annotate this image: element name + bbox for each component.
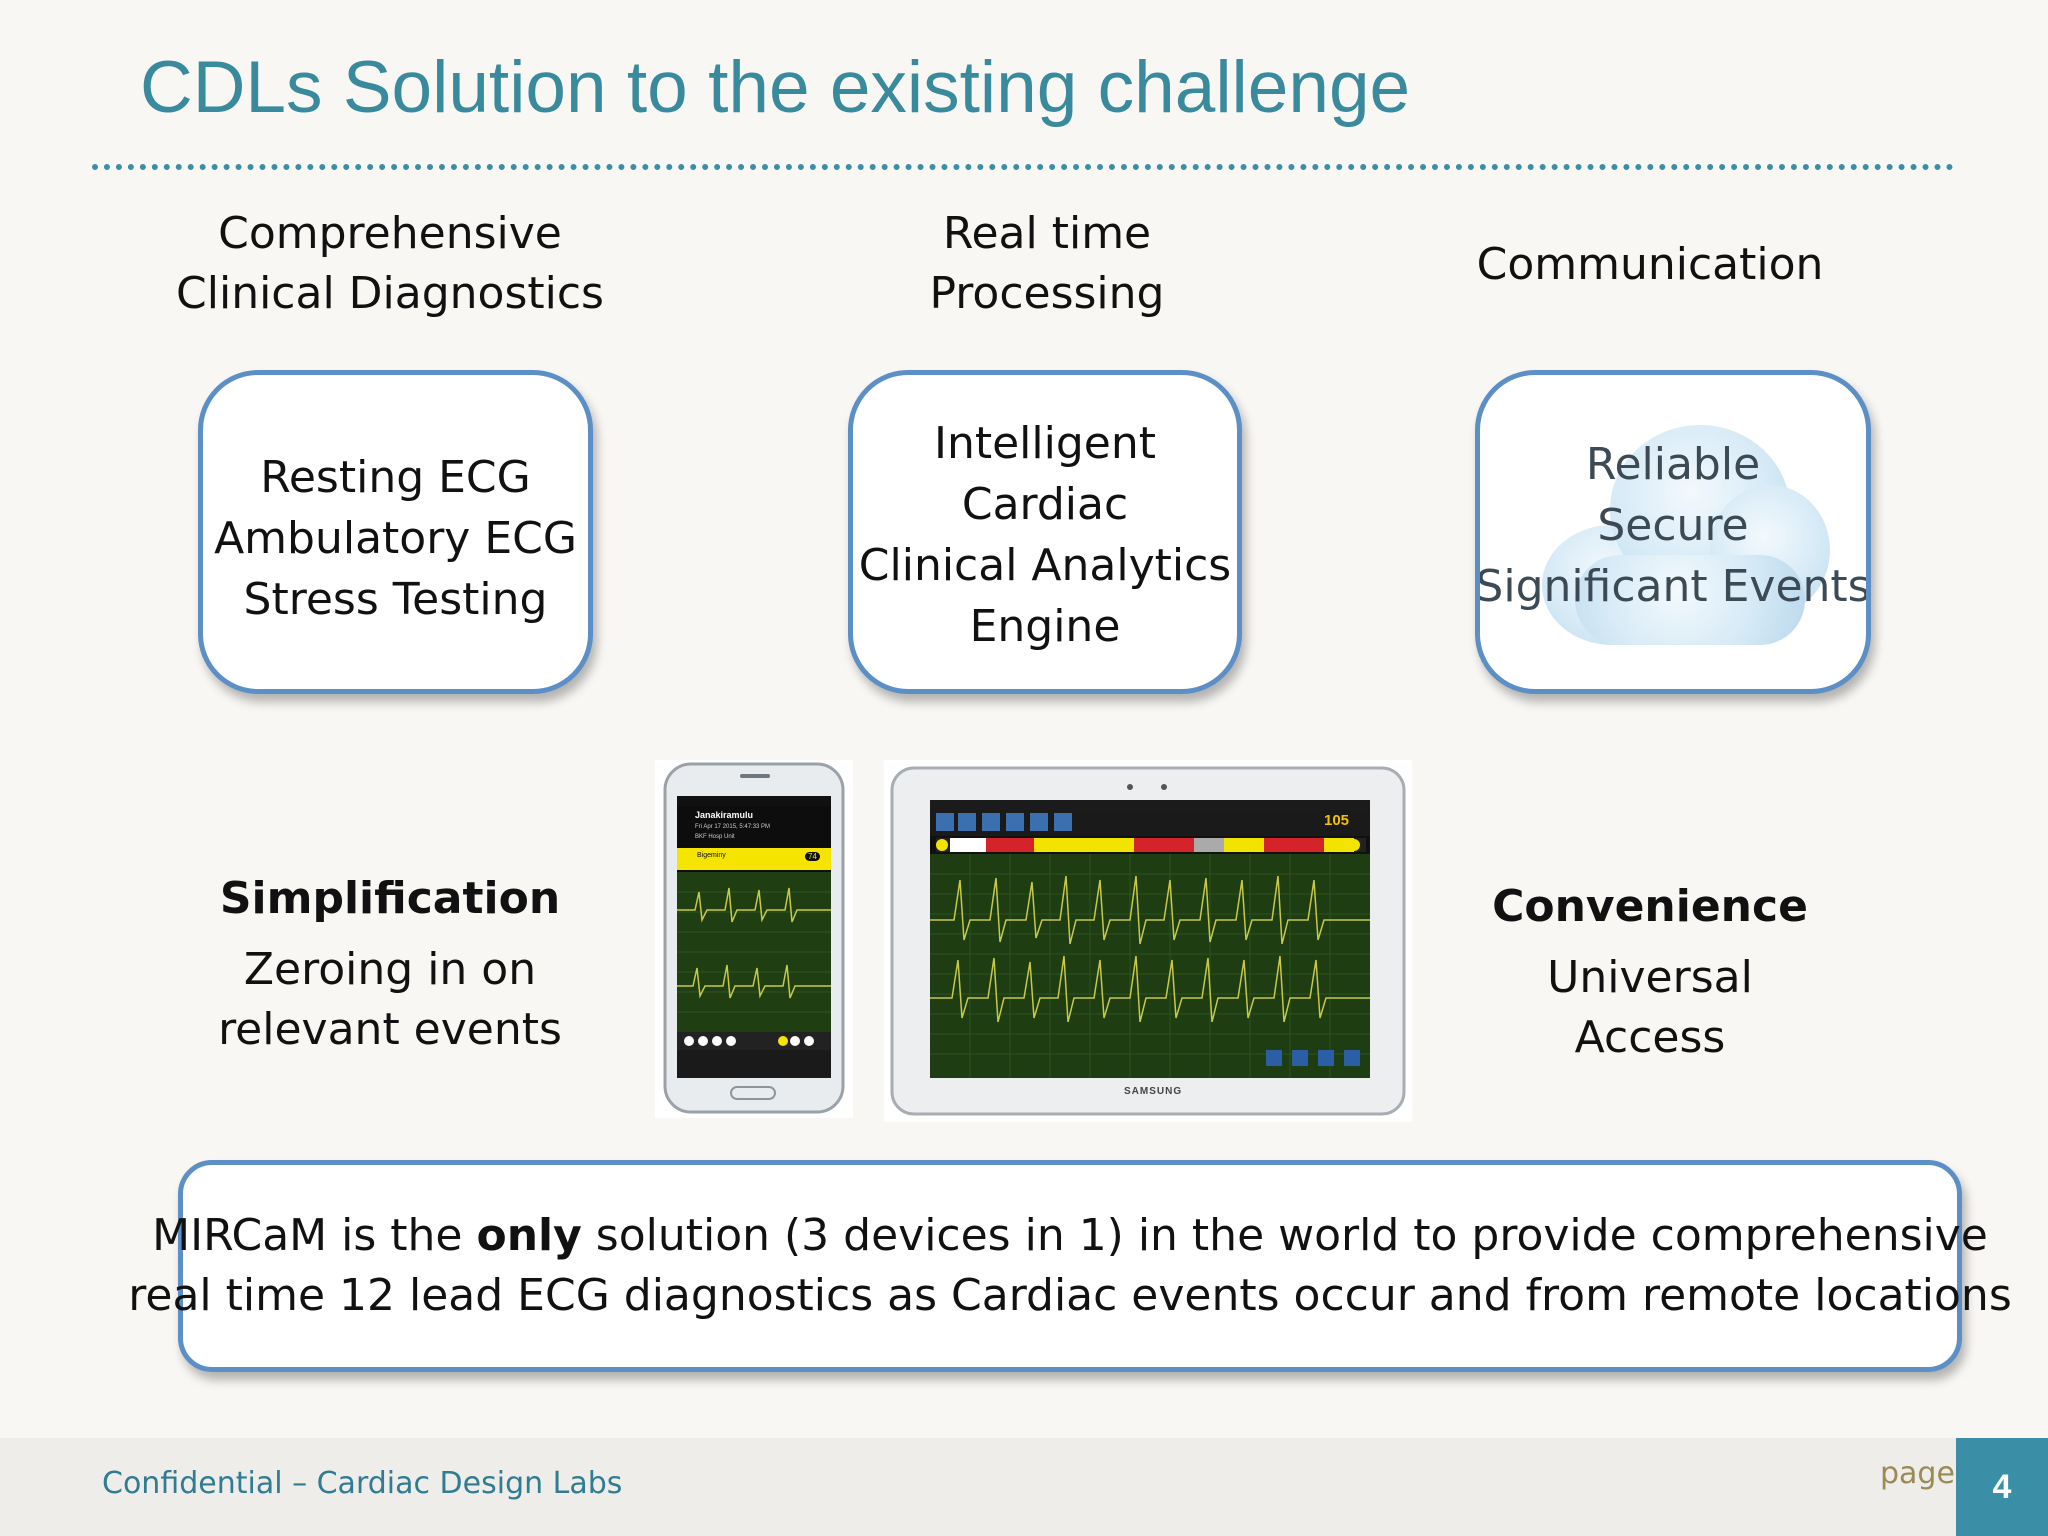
phone-illustration bbox=[663, 762, 845, 1114]
statement-line-1: MIRCaM is the only solution (3 devices i… bbox=[152, 1206, 1988, 1266]
simplification-line: relevant events bbox=[218, 1004, 562, 1055]
tablet-heart-rate: 105 bbox=[1324, 812, 1350, 829]
footer-confidential: Confidential – Cardiac Design Labs bbox=[102, 1466, 623, 1501]
tablet-brand: SAMSUNG bbox=[1124, 1086, 1183, 1097]
box-line: Ambulatory ECG bbox=[214, 512, 577, 564]
convenience-line: Universal bbox=[1547, 952, 1753, 1003]
statement-text: solution (3 devices in 1) in the world t… bbox=[581, 1210, 1988, 1261]
phone-unit: BKF Hosp Unit bbox=[695, 834, 735, 840]
phone-event-label: Bigeminy bbox=[697, 852, 726, 859]
phone-event-count: 74 bbox=[805, 852, 820, 861]
box-line: Secure bbox=[1597, 499, 1749, 551]
header-line: Comprehensive bbox=[218, 208, 562, 259]
header-line: Real time bbox=[942, 208, 1152, 259]
page-number: 4 bbox=[1956, 1438, 2048, 1536]
phone-image: Janakiramulu Fri Apr 17 2015, 5:47:33 PM… bbox=[655, 760, 853, 1118]
title-divider bbox=[92, 164, 1954, 170]
footer-bar bbox=[0, 1438, 2048, 1536]
statement-text: MIRCaM is the bbox=[152, 1210, 477, 1261]
header-line: Communication bbox=[1476, 239, 1824, 290]
simplification-line: Zeroing in on bbox=[243, 944, 537, 995]
box-line: Intelligent bbox=[934, 418, 1156, 469]
box-line: Significant Events bbox=[1475, 560, 1871, 612]
box-line: Resting ECG bbox=[260, 451, 531, 503]
header-realtime: Real time Processing bbox=[857, 204, 1237, 324]
box-line: Engine bbox=[969, 601, 1121, 652]
box-line: Reliable bbox=[1585, 438, 1761, 490]
header-communication: Communication bbox=[1440, 235, 1860, 295]
communication-box: Reliable Secure Significant Events bbox=[1475, 370, 1871, 694]
header-line: Clinical Diagnostics bbox=[176, 268, 604, 319]
tablet-image: 105 SAMSUNG bbox=[884, 760, 1412, 1122]
page-label: page bbox=[1880, 1456, 1955, 1491]
convenience-block: Convenience Universal Access bbox=[1440, 876, 1860, 1068]
statement-box: MIRCaM is the only solution (3 devices i… bbox=[128, 1160, 2012, 1372]
box-line: Clinical Analytics bbox=[858, 540, 1232, 591]
simplification-block: Simplification Zeroing in on relevant ev… bbox=[150, 868, 630, 1060]
statement-line-2: real time 12 lead ECG diagnostics as Car… bbox=[128, 1270, 2012, 1321]
diagnostics-box: Resting ECG Ambulatory ECG Stress Testin… bbox=[198, 370, 593, 694]
simplification-heading: Simplification bbox=[219, 873, 561, 924]
convenience-line: Access bbox=[1574, 1012, 1726, 1063]
box-line: Cardiac bbox=[961, 479, 1129, 530]
statement-emphasis: only bbox=[476, 1210, 582, 1261]
tablet-illustration bbox=[890, 766, 1406, 1116]
header-line: Processing bbox=[929, 268, 1165, 319]
analytics-engine-box: Intelligent Cardiac Clinical Analytics E… bbox=[848, 370, 1242, 694]
phone-date: Fri Apr 17 2015, 5:47:33 PM bbox=[695, 824, 771, 830]
phone-patient-name: Janakiramulu bbox=[695, 810, 754, 820]
convenience-heading: Convenience bbox=[1492, 881, 1808, 932]
box-line: Stress Testing bbox=[243, 573, 548, 625]
slide-title: CDLs Solution to the existing challenge bbox=[140, 47, 1411, 128]
cloud-icon bbox=[1575, 555, 1805, 645]
header-comprehensive: Comprehensive Clinical Diagnostics bbox=[150, 204, 630, 324]
